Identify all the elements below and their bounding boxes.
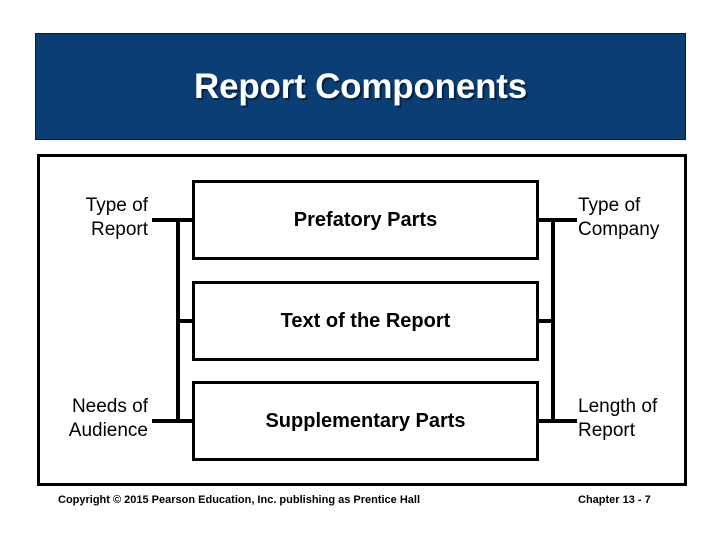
stage-box-label: Text of the Report <box>280 309 451 332</box>
connector-branch-right-2 <box>537 319 555 323</box>
page-title: Report Components <box>194 66 527 106</box>
factor-label-type-of-report: Type of Report <box>85 195 148 241</box>
stage-box-label: Prefatory Parts <box>293 208 438 231</box>
title-banner: Report Components <box>35 33 686 140</box>
connector-branch-left-2 <box>176 319 194 323</box>
stage-box-label: Supplementary Parts <box>265 409 466 432</box>
factor-label-needs-of-audience: Needs of Audience <box>68 396 148 442</box>
connector-branch-right-1 <box>537 218 555 222</box>
connector-stub-left-bottom <box>152 419 178 423</box>
footer-chapter-number: Chapter 13 - 7 <box>578 494 651 506</box>
connector-branch-right-3 <box>537 419 555 423</box>
connector-branch-left-1 <box>176 218 194 222</box>
connector-stub-right-bottom <box>551 419 577 423</box>
stage-box-text-of-the-report[interactable]: Text of the Report <box>192 281 539 361</box>
stage-box-prefatory-parts[interactable]: Prefatory Parts <box>192 180 539 260</box>
factor-label-length-of-report: Length of Report <box>578 396 658 442</box>
connector-branch-left-3 <box>176 419 194 423</box>
connector-stub-right-top <box>551 218 577 222</box>
connector-stub-left-top <box>152 218 178 222</box>
footer-copyright: Copyright © 2015 Pearson Education, Inc.… <box>58 494 421 506</box>
stage-box-supplementary-parts[interactable]: Supplementary Parts <box>192 381 539 461</box>
factor-label-type-of-company: Type of Company <box>578 195 660 241</box>
